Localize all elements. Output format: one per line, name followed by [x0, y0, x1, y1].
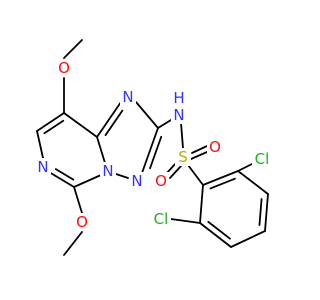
molecule-structure: O O N N N N N H S O O Cl Cl [35, 39, 272, 256]
bond-s-o-left-b [169, 165, 182, 179]
bond-c5-n4 [73, 174, 102, 188]
label-bg [175, 148, 191, 166]
atom-nitrogen-bridge: N [102, 162, 113, 180]
atom-chlorine-right: Cl [255, 150, 270, 168]
atom-nitrogen-triazole-bottom: N [131, 172, 142, 190]
bond-c8-c7-inner [43, 119, 65, 135]
bond-o-me-top [63, 39, 83, 59]
bond-s-c1 [187, 164, 204, 186]
bond-c8a-n1-inner [104, 109, 124, 137]
bond-c2-n3 [141, 127, 159, 174]
bond-c7-n6 [36, 130, 44, 159]
bond-n6-c5-inner [54, 168, 75, 181]
label-bg [151, 210, 171, 228]
bond-ar-1 [202, 170, 239, 186]
label-bg [252, 150, 272, 168]
label-bg [74, 213, 90, 231]
bond-ar-4 [230, 230, 266, 248]
atom-oxygen-sulfonyl-right: O [209, 138, 221, 156]
atom-hydrogen-sulfonamide: H [173, 89, 184, 107]
bond-s-o-right-b [190, 151, 208, 160]
label-bg [153, 172, 169, 190]
label-bg [100, 162, 116, 180]
bond-ar-2 [237, 170, 269, 195]
atom-oxygen-sulfonyl-left: O [155, 172, 167, 190]
bond-n-s [180, 122, 184, 149]
bond-n1-c2 [135, 101, 159, 129]
bond-c2-n3-inner [149, 135, 163, 170]
label-bg [56, 59, 72, 77]
bond-ar-3 [264, 193, 269, 232]
bond-s-o-right-a [191, 145, 208, 154]
label-bg [171, 106, 187, 124]
bond-c5-o [73, 186, 83, 214]
bond-c8a-n1 [96, 101, 122, 138]
bond-ar-6 [199, 184, 204, 224]
bond-ar-3-inner [258, 198, 263, 226]
bond-c8a-c8 [63, 112, 98, 138]
bond-ar-5-inner [207, 220, 231, 240]
bond-c2-nh [157, 119, 172, 129]
atom-nitrogen-triazole-top: N [122, 88, 133, 106]
atom-oxygen-top: O [58, 59, 70, 77]
bond-n3-n4 [115, 173, 129, 179]
bond-ar-1-inner [209, 177, 236, 190]
label-bg [129, 172, 145, 190]
atom-sulfur: S [178, 148, 188, 166]
bond-n6-c5 [48, 171, 75, 188]
atom-nitrogen-pyrimidine: N [37, 158, 48, 176]
bond-c-cl-left [170, 218, 201, 224]
atom-chlorine-left: Cl [154, 210, 169, 228]
atom-label-layer: O O N N N N N H S O O Cl Cl [35, 59, 272, 231]
bond-n4-c8a [96, 136, 106, 164]
atom-nitrogen-sulfonamide: N [173, 106, 184, 124]
bond-o-me-bottom [63, 231, 83, 256]
atom-oxygen-bottom: O [76, 213, 88, 231]
label-bg [207, 138, 223, 156]
label-bg [120, 88, 136, 106]
label-bg [35, 158, 51, 176]
bond-ar-5 [199, 222, 232, 248]
bond-c-cl-right [237, 162, 255, 172]
bond-c8-c7 [36, 112, 65, 132]
